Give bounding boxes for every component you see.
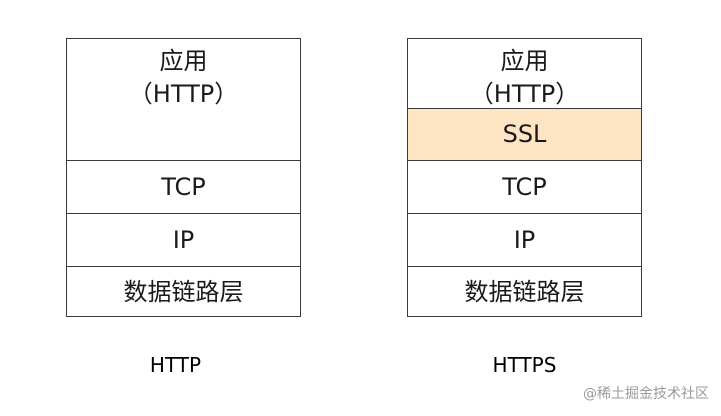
https-protocol-stack: 应用 （HTTP） SSL TCP IP 数据链路层 — [407, 38, 642, 317]
data-link-layer-label: 数据链路层 — [123, 277, 244, 306]
https-data-link-layer: 数据链路层 — [408, 266, 641, 317]
application-layer-protocol: （HTTP） — [469, 80, 580, 108]
http-protocol-stack: 应用 （HTTP） TCP IP 数据链路层 — [66, 38, 301, 317]
tcp-layer-label: TCP — [502, 172, 547, 201]
https-ssl-layer: SSL — [408, 108, 641, 160]
site-watermark: @稀土掘金技术社区 — [583, 386, 709, 402]
tcp-layer-label: TCP — [161, 172, 206, 201]
ip-layer-label: IP — [172, 225, 195, 254]
data-link-layer-label: 数据链路层 — [464, 277, 585, 306]
http-tcp-layer: TCP — [67, 160, 300, 213]
ip-layer-label: IP — [513, 225, 536, 254]
ssl-layer-label: SSL — [502, 120, 547, 148]
http-stack-caption: HTTP — [149, 353, 202, 377]
https-ip-layer: IP — [408, 213, 641, 266]
https-stack-caption: HTTPS — [492, 353, 557, 377]
http-ip-layer: IP — [67, 213, 300, 266]
application-layer-protocol: （HTTP） — [128, 80, 239, 108]
https-application-layer: 应用 （HTTP） — [408, 39, 641, 108]
application-layer-label: 应用 — [500, 47, 549, 75]
https-tcp-layer: TCP — [408, 160, 641, 213]
http-application-layer: 应用 （HTTP） — [67, 39, 300, 160]
application-layer-label: 应用 — [159, 47, 208, 75]
http-data-link-layer: 数据链路层 — [67, 266, 300, 317]
